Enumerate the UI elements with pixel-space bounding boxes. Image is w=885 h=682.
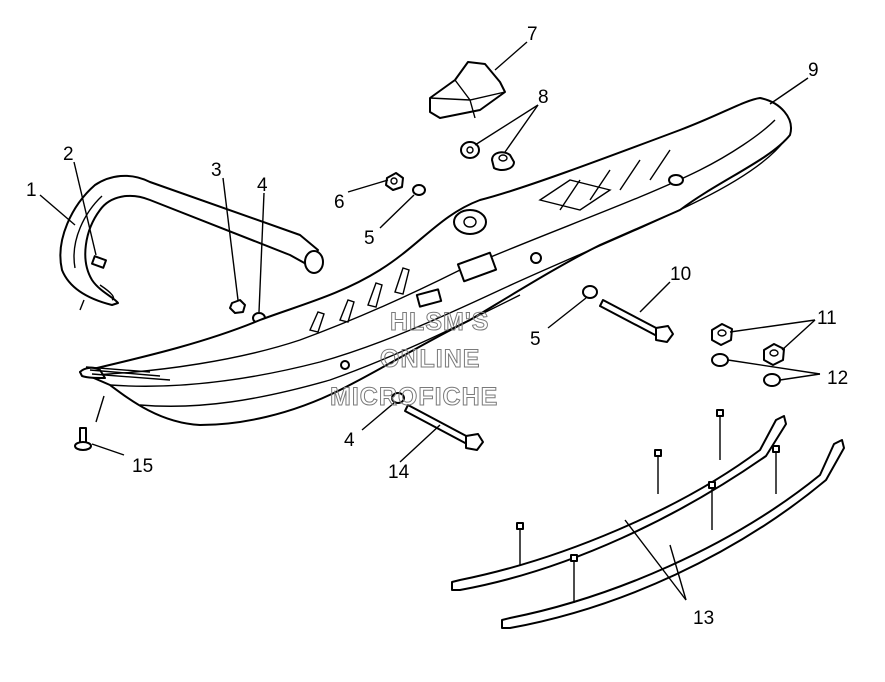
callout-labels: 1 2 3 4 4 5 5 6 7 8 9 10 11 12 13 14 15	[26, 24, 848, 629]
callout-12: 12	[827, 368, 848, 389]
ski-body	[79, 97, 792, 426]
wear-pad	[429, 61, 506, 119]
callout-5-upper: 5	[364, 228, 375, 249]
locknut-11b	[763, 343, 785, 366]
callout-4-lower: 4	[344, 430, 355, 451]
locknut-11a	[711, 323, 733, 346]
bolt-10	[599, 299, 674, 343]
callout-9: 9	[808, 60, 819, 81]
clip-part	[90, 255, 108, 269]
nut-6	[385, 172, 404, 191]
washer-12a	[711, 353, 729, 367]
callout-8: 8	[538, 87, 549, 108]
pin-15	[74, 427, 92, 451]
callout-7: 7	[527, 24, 538, 45]
carbide-runner-upper	[451, 409, 787, 591]
washer-12b	[763, 373, 781, 387]
washer-5-upper	[412, 184, 426, 196]
callout-15: 15	[132, 456, 153, 477]
watermark-line-1: HLSM'S	[390, 308, 489, 336]
callout-2: 2	[63, 144, 74, 165]
washer-8	[460, 141, 480, 159]
callout-11: 11	[817, 308, 837, 329]
washer-5-lower	[582, 285, 598, 299]
watermark-line-3: MICROFICHE	[330, 383, 498, 411]
callout-14: 14	[388, 462, 410, 483]
nut-3	[229, 299, 246, 314]
bushing-8	[491, 151, 515, 171]
watermark: HLSM'S ONLINE MICROFICHE	[330, 308, 498, 412]
callout-13: 13	[693, 608, 714, 629]
callout-5-lower: 5	[530, 329, 541, 350]
carbide-runner-lower	[501, 439, 845, 629]
callout-6: 6	[334, 192, 345, 213]
callout-4-upper: 4	[257, 175, 268, 196]
callout-3: 3	[211, 160, 222, 181]
callout-1: 1	[26, 180, 37, 201]
leader-lines	[39, 41, 821, 601]
bolt-14	[404, 404, 484, 451]
washer-4-lower	[391, 392, 405, 404]
ski-handle	[59, 174, 324, 306]
callout-10: 10	[670, 264, 691, 285]
watermark-line-2: ONLINE	[380, 345, 480, 373]
